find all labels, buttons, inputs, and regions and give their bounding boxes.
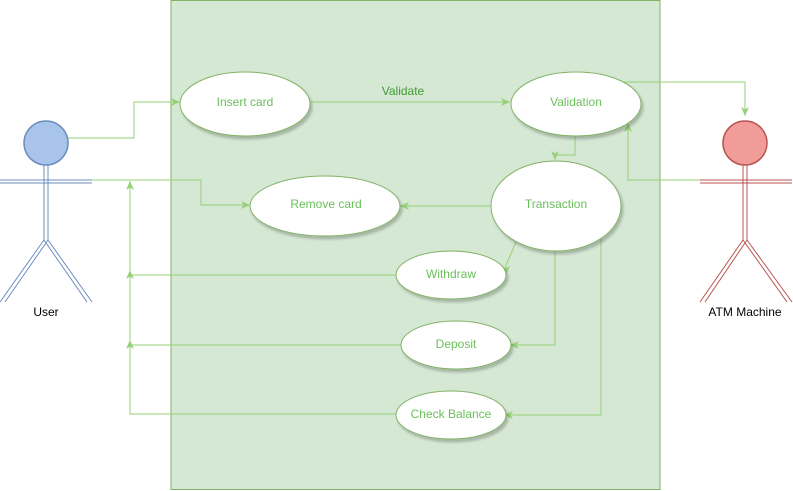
edge-check-balance-user <box>126 340 396 415</box>
usecase-deposit[interactable]: Deposit <box>400 320 512 370</box>
usecase-validation[interactable]: Validation <box>510 71 642 137</box>
edge-transaction-check-balance <box>504 232 602 419</box>
usecase-deposit-label: Deposit <box>436 337 477 351</box>
edge-atm-validation <box>624 123 712 181</box>
usecase-check-balance[interactable]: Check Balance <box>395 390 507 440</box>
usecase-withdraw-label: Withdraw <box>426 267 476 281</box>
edge-validation-transaction <box>551 130 576 160</box>
edge-label-validate: Validate <box>382 84 425 98</box>
actor-atm-machine[interactable]: ATM Machine <box>699 120 793 319</box>
actor-atm-head <box>722 120 768 166</box>
actor-user-label: User <box>33 305 58 319</box>
edge-validation-atm <box>622 81 749 116</box>
actor-user[interactable]: User <box>0 120 93 319</box>
usecase-transaction-label: Transaction <box>525 197 587 211</box>
usecase-validation-label: Validation <box>550 95 602 109</box>
edge-user-insert-card <box>66 98 180 139</box>
edge-transaction-deposit <box>510 250 556 349</box>
actor-user-head <box>23 120 69 166</box>
usecase-insert-card-label: Insert card <box>217 95 274 109</box>
usecase-insert-card[interactable]: Insert card <box>179 71 311 137</box>
usecase-remove-card-label: Remove card <box>290 197 361 211</box>
usecase-remove-card[interactable]: Remove card <box>249 175 401 237</box>
edge-user-remove-card <box>68 179 250 209</box>
usecase-transaction[interactable]: Transaction <box>490 160 622 252</box>
actor-atm-label: ATM Machine <box>708 305 781 319</box>
usecase-check-balance-label: Check Balance <box>411 407 492 421</box>
usecase-withdraw[interactable]: Withdraw <box>395 250 507 300</box>
